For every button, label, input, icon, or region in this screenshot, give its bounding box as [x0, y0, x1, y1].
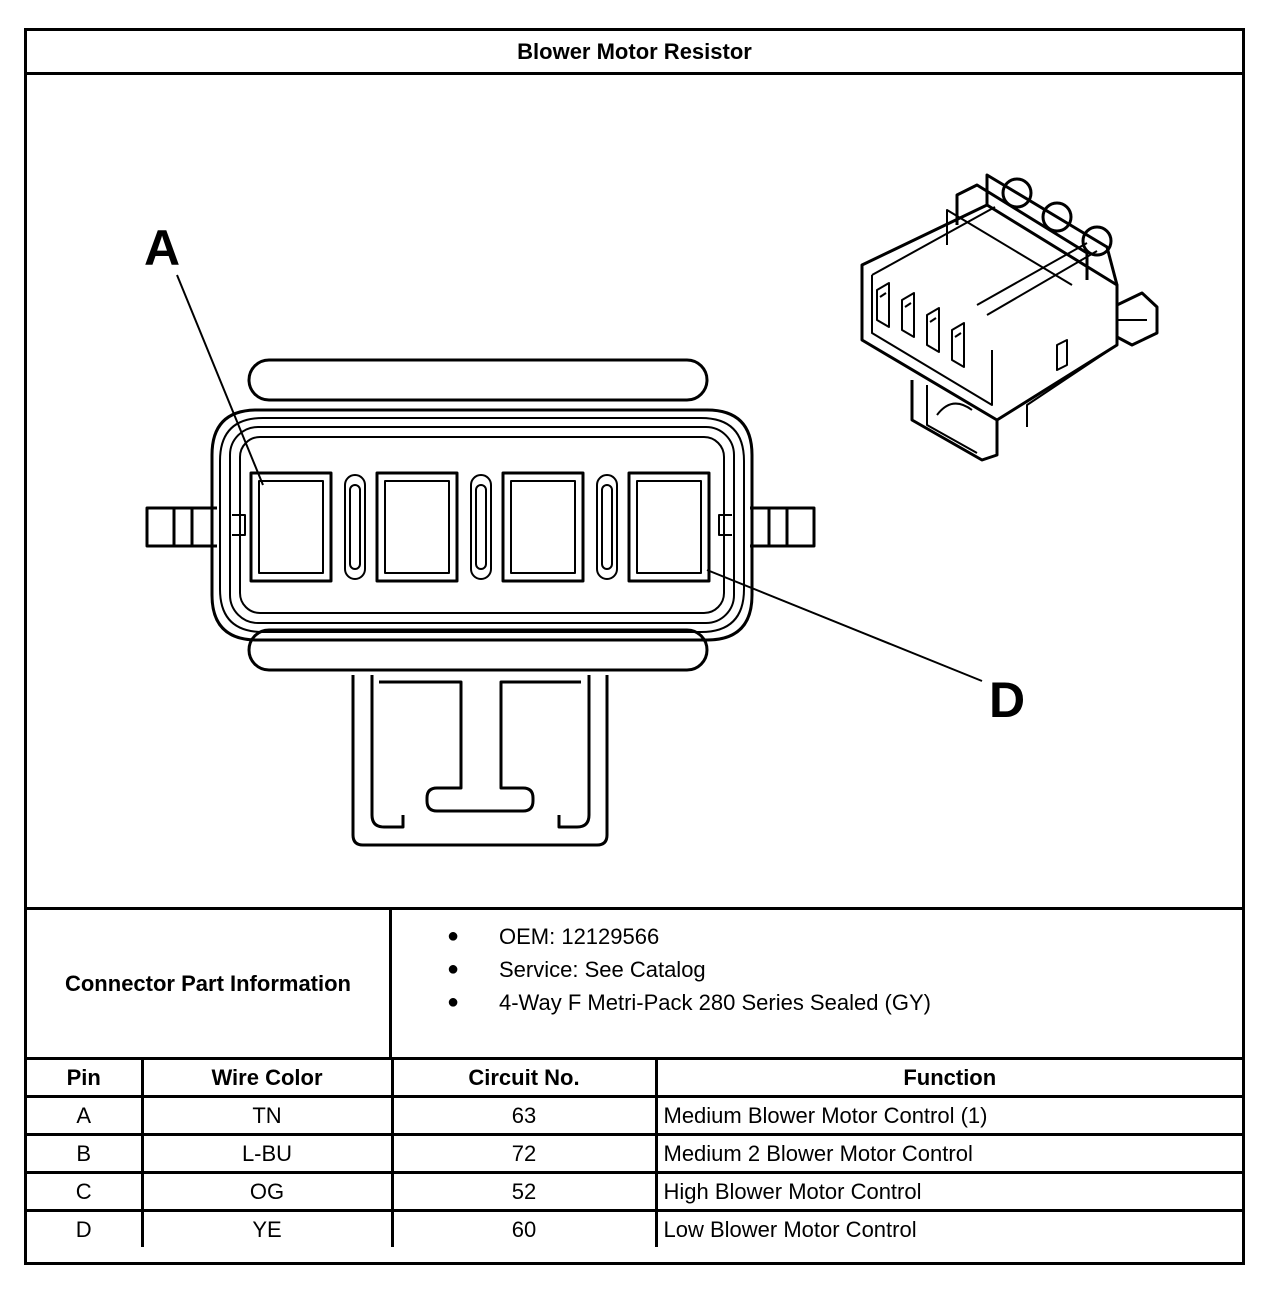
pin-table-header: Pin Wire Color Circuit No. Function	[27, 1060, 1242, 1098]
function-cell: Low Blower Motor Control	[654, 1209, 1242, 1247]
pin-a-callout: A	[144, 220, 180, 276]
pin-cell: C	[27, 1171, 144, 1212]
right-tab	[767, 506, 816, 548]
cavity-c	[501, 471, 585, 583]
connector-outer-shell	[210, 408, 754, 642]
connector-illustration: A D	[144, 173, 1159, 847]
connector-info-row: Connector Part Information ●OEM: 1212956…	[27, 907, 1242, 1060]
bullet-icon: ●	[447, 925, 460, 947]
connector-info-item: ●Service: See Catalog	[447, 953, 931, 986]
top-rib	[247, 358, 709, 402]
connector-info-item: ●OEM: 12129566	[447, 920, 931, 953]
connector-inner-shell	[219, 417, 745, 633]
leader-line-a	[176, 274, 264, 486]
table-row: D YE 60 Low Blower Motor Control	[27, 1209, 1242, 1247]
connector-seal	[229, 426, 735, 624]
connector-sheet: Blower Motor Resistor	[24, 28, 1245, 1265]
table-row: C OG 52 High Blower Motor Control	[27, 1171, 1242, 1212]
circuit-cell: 72	[390, 1133, 658, 1174]
header-pin: Pin	[27, 1060, 144, 1098]
cavity-b	[375, 471, 459, 583]
header-wire-color: Wire Color	[140, 1060, 394, 1098]
function-cell: Medium 2 Blower Motor Control	[654, 1133, 1242, 1174]
circuit-cell: 52	[390, 1171, 658, 1212]
pin-table: Pin Wire Color Circuit No. Function A TN…	[27, 1060, 1242, 1247]
bullet-icon: ●	[447, 958, 460, 980]
connector-isometric-view	[860, 173, 1159, 462]
wire-color-cell: YE	[140, 1209, 394, 1247]
pin-cell: B	[27, 1133, 144, 1174]
left-tab	[145, 506, 194, 548]
connector-cavity-frame	[239, 436, 725, 614]
circuit-cell: 60	[390, 1209, 658, 1247]
pin-cell: A	[27, 1095, 144, 1136]
connector-drawing: A D	[27, 75, 1242, 907]
pin-d-callout: D	[989, 672, 1025, 728]
circuit-cell: 63	[390, 1095, 658, 1136]
function-cell: High Blower Motor Control	[654, 1171, 1242, 1212]
cavity-a	[249, 471, 333, 583]
header-function: Function	[654, 1060, 1242, 1098]
header-circuit-no: Circuit No.	[390, 1060, 658, 1098]
pin-cell: D	[27, 1209, 144, 1247]
connector-info-list: ●OEM: 12129566 ●Service: See Catalog ●4-…	[447, 920, 931, 1019]
sheet-title: Blower Motor Resistor	[27, 31, 1242, 75]
bottom-rib	[247, 628, 709, 672]
table-row: A TN 63 Medium Blower Motor Control (1)	[27, 1095, 1242, 1136]
connector-info-label: Connector Part Information	[27, 910, 392, 1057]
wire-color-cell: OG	[140, 1171, 394, 1212]
leader-line-d	[706, 569, 983, 682]
table-row: B L-BU 72 Medium 2 Blower Motor Control	[27, 1133, 1242, 1174]
bullet-icon: ●	[447, 991, 460, 1013]
wire-color-cell: TN	[140, 1095, 394, 1136]
connector-info-item: ●4-Way F Metri-Pack 280 Series Sealed (G…	[447, 986, 931, 1019]
function-cell: Medium Blower Motor Control (1)	[654, 1095, 1242, 1136]
cavity-d	[627, 471, 711, 583]
wire-color-cell: L-BU	[140, 1133, 394, 1174]
latch-housing	[351, 675, 609, 847]
